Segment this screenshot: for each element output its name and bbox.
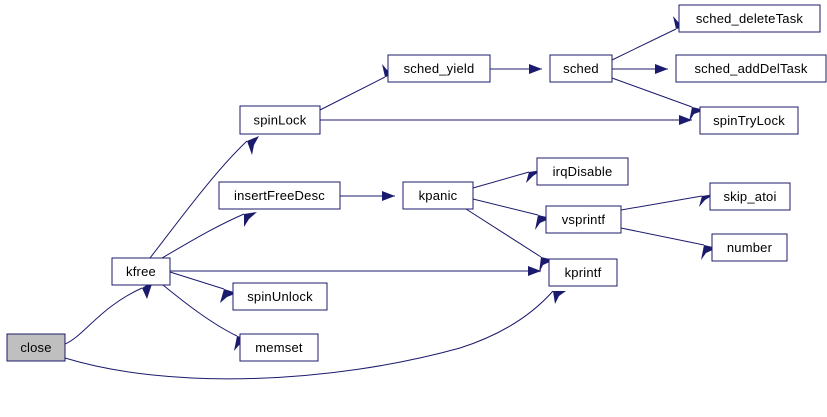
node-insertFreeDesc[interactable]: insertFreeDesc [218, 181, 341, 210]
node-label: memset [255, 340, 303, 355]
node-box[interactable] [678, 4, 821, 33]
node-box[interactable] [6, 333, 66, 362]
edge-sched_yield-to-sched [490, 64, 542, 74]
edge-sched-to-spinTryLock [611, 77, 705, 122]
arrowhead-icon [244, 212, 257, 227]
edge-line [465, 208, 542, 258]
node-box[interactable] [239, 333, 319, 362]
node-kprintf[interactable]: kprintf [548, 258, 618, 287]
node-sched_yield[interactable]: sched_yield [387, 54, 491, 83]
node-label: spinTryLock [713, 113, 785, 128]
node-label: insertFreeDesc [234, 188, 325, 203]
node-box[interactable] [218, 181, 341, 210]
arrowhead-icon [529, 64, 542, 74]
edge-close-to-kprintf [64, 290, 566, 380]
node-kfree[interactable]: kfree [111, 257, 171, 286]
edge-sched-to-sched_addDelTask [612, 64, 668, 74]
node-box[interactable] [711, 233, 788, 262]
edge-close-to-kfree [64, 281, 153, 345]
node-spinTryLock[interactable]: spinTryLock [699, 106, 799, 135]
node-box[interactable] [709, 182, 791, 211]
node-box[interactable] [675, 54, 827, 83]
node-box[interactable] [111, 257, 171, 286]
node-label: sched_yield [404, 61, 475, 76]
node-label: irqDisable [553, 164, 613, 179]
node-label: close [20, 340, 51, 355]
edge-line [169, 271, 225, 290]
arrowhead-icon [382, 191, 395, 201]
edge-insertFreeDesc-to-kpanic [340, 191, 395, 201]
node-label: sched_addDelTask [694, 61, 807, 76]
node-box[interactable] [232, 282, 328, 311]
node-sched[interactable]: sched [549, 54, 613, 83]
arrowhead-icon [247, 136, 259, 155]
edge-line [611, 28, 677, 61]
node-label: skip_atoi [723, 189, 776, 204]
edge-sched-to-sched_deleteTask [611, 16, 689, 61]
node-label: sched_deleteTask [696, 11, 804, 26]
edge-line [319, 76, 386, 111]
node-label: spinLock [254, 112, 307, 127]
edge-line [64, 290, 554, 380]
edge-line [149, 140, 248, 259]
edge-spinLock-to-sched_yield [319, 64, 398, 111]
node-box[interactable] [545, 205, 622, 234]
node-box[interactable] [239, 105, 321, 135]
arrowhead-icon [553, 291, 566, 304]
node-close[interactable]: close [6, 333, 66, 362]
node-vsprintf[interactable]: vsprintf [545, 205, 622, 234]
node-sched_deleteTask[interactable]: sched_deleteTask [678, 4, 821, 33]
node-box[interactable] [548, 258, 618, 287]
node-label: spinUnlock [247, 289, 313, 304]
arrowhead-icon [528, 266, 541, 276]
node-sched_addDelTask[interactable]: sched_addDelTask [675, 54, 827, 83]
edge-kfree-to-kprintf [170, 266, 541, 276]
node-label: sched [563, 61, 599, 76]
edge-line [472, 171, 530, 189]
edge-kpanic-to-vsprintf [472, 198, 551, 230]
node-label: kprintf [565, 265, 602, 280]
edge-line [472, 198, 539, 216]
node-box[interactable] [402, 181, 474, 210]
node-box[interactable] [549, 54, 613, 83]
node-skip_atoi[interactable]: skip_atoi [709, 182, 791, 211]
node-label: kpanic [419, 188, 458, 203]
node-spinUnlock[interactable]: spinUnlock [232, 282, 328, 311]
edge-line [620, 195, 703, 211]
arrowhead-icon [699, 194, 715, 207]
node-number[interactable]: number [711, 233, 788, 262]
arrowhead-icon [655, 64, 668, 74]
node-label: number [727, 240, 773, 255]
nodes-layer: close kfree spinLock insertFreeDesc spinUnlo… [6, 4, 827, 362]
node-irqDisable[interactable]: irqDisable [536, 157, 629, 186]
node-box[interactable] [699, 106, 799, 135]
node-label: kfree [126, 264, 156, 279]
node-box[interactable] [387, 54, 491, 83]
edge-kfree-to-insertFreeDesc [161, 212, 257, 259]
node-spinLock[interactable]: spinLock [239, 105, 321, 135]
node-kpanic[interactable]: kpanic [402, 181, 474, 210]
edge-spinLock-to-spinTryLock [320, 115, 692, 125]
edge-line [64, 287, 143, 345]
edge-line [611, 77, 693, 108]
edge-vsprintf-to-number [620, 227, 717, 260]
node-memset[interactable]: memset [239, 333, 319, 362]
edge-line [161, 213, 245, 259]
edge-kpanic-to-irqDisable [472, 170, 542, 189]
node-label: vsprintf [562, 212, 606, 227]
node-box[interactable] [536, 157, 629, 186]
arrowhead-icon [679, 115, 692, 125]
arrowhead-icon [526, 170, 542, 183]
edge-vsprintf-to-skip_atoi [620, 194, 715, 211]
edge-line [620, 227, 705, 246]
edge-kfree-to-spinLock [149, 136, 259, 259]
edge-line [162, 284, 238, 337]
